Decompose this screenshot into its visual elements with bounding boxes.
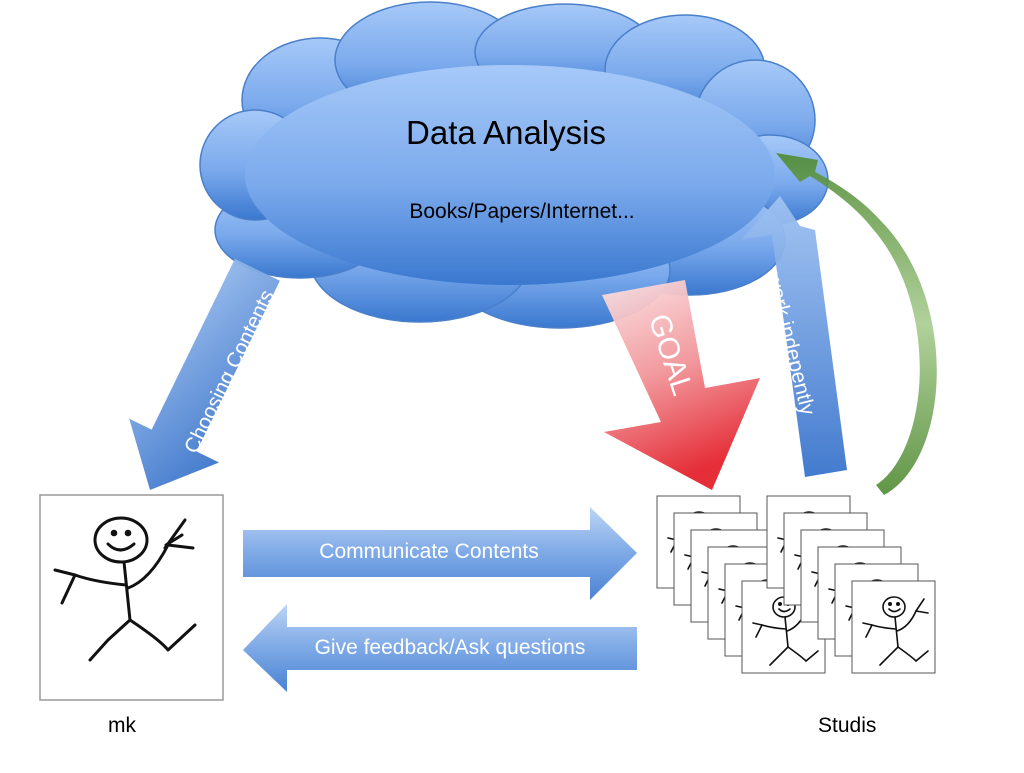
cloud-subtitle: Books/Papers/Internet... bbox=[409, 200, 635, 223]
communicate-contents-label: Communicate Contents bbox=[319, 540, 539, 563]
students-label: Studis bbox=[818, 714, 877, 737]
cloud-title: Data Analysis bbox=[406, 114, 606, 151]
student-card bbox=[851, 580, 936, 674]
data-analysis-cloud bbox=[199, 1, 829, 329]
goal-arrow bbox=[602, 280, 760, 490]
choosing-contents-arrow bbox=[129, 258, 280, 490]
feedback-arrow bbox=[243, 604, 637, 692]
feedback-label: Give feedback/Ask questions bbox=[314, 636, 586, 659]
work-independently-arrow bbox=[742, 196, 847, 477]
teacher-label: mk bbox=[108, 714, 136, 737]
student-figures-stack bbox=[656, 495, 936, 674]
communicate-contents-arrow bbox=[243, 507, 637, 600]
teacher-stick-figure bbox=[39, 494, 224, 701]
